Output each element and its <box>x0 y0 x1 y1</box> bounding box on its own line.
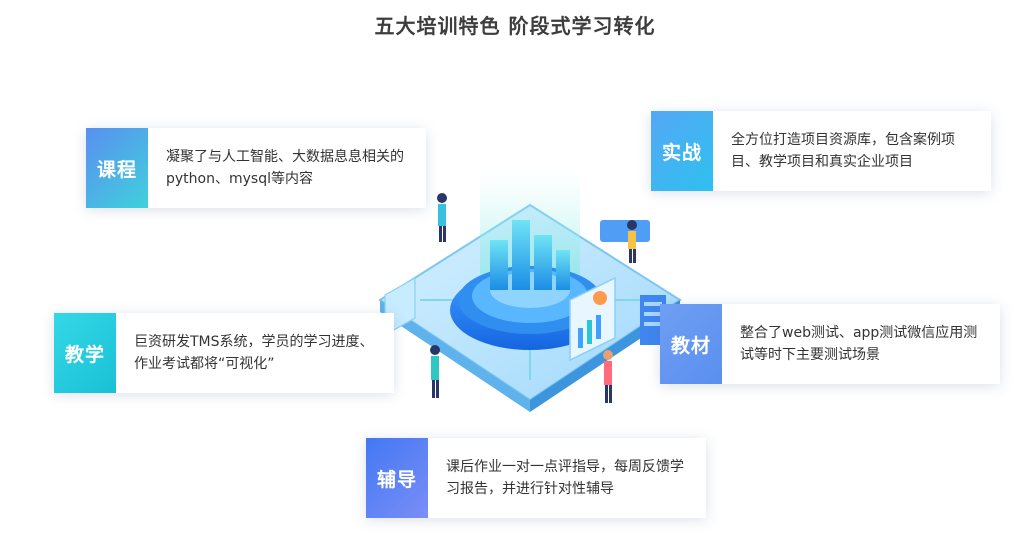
feature-tag-materials: 教材 <box>660 304 722 384</box>
feature-tag-tutoring: 辅导 <box>366 438 428 518</box>
feature-tag-practice: 实战 <box>651 111 713 191</box>
feature-card-course: 课程 凝聚了与人工智能、大数据息息相关的python、mysql等内容 <box>86 128 426 208</box>
feature-desc-teaching: 巨资研发TMS系统，学员的学习进度、作业考试都将“可视化” <box>134 334 374 372</box>
feature-card-teaching: 教学 巨资研发TMS系统，学员的学习进度、作业考试都将“可视化” <box>54 313 394 393</box>
feature-card-materials: 教材 整合了web测试、app测试微信应用测试等时下主要测试场景 <box>660 304 1000 384</box>
feature-desc-practice: 全方位打造项目资源库，包含案例项目、教学项目和真实企业项目 <box>731 132 955 170</box>
feature-card-practice: 实战 全方位打造项目资源库，包含案例项目、教学项目和真实企业项目 <box>651 111 991 191</box>
person-bottom-left-icon <box>430 345 440 398</box>
page-title: 五大培训特色 阶段式学习转化 <box>374 14 656 38</box>
feature-desc-materials: 整合了web测试、app测试微信应用测试等时下主要测试场景 <box>740 325 978 363</box>
feature-desc-course: 凝聚了与人工智能、大数据息息相关的python、mysql等内容 <box>166 149 404 187</box>
feature-desc-tutoring: 课后作业一对一点评指导，每周反馈学习报告，并进行针对性辅导 <box>446 459 684 497</box>
feature-card-tutoring: 辅导 课后作业一对一点评指导，每周反馈学习报告，并进行针对性辅导 <box>366 438 706 518</box>
data-center-illustration <box>378 170 682 412</box>
person-top-left-icon <box>437 193 447 242</box>
feature-tag-teaching: 教学 <box>54 313 116 393</box>
person-top-right-icon <box>627 220 637 263</box>
feature-tag-course: 课程 <box>86 128 148 208</box>
person-bottom-right-icon <box>603 350 613 403</box>
